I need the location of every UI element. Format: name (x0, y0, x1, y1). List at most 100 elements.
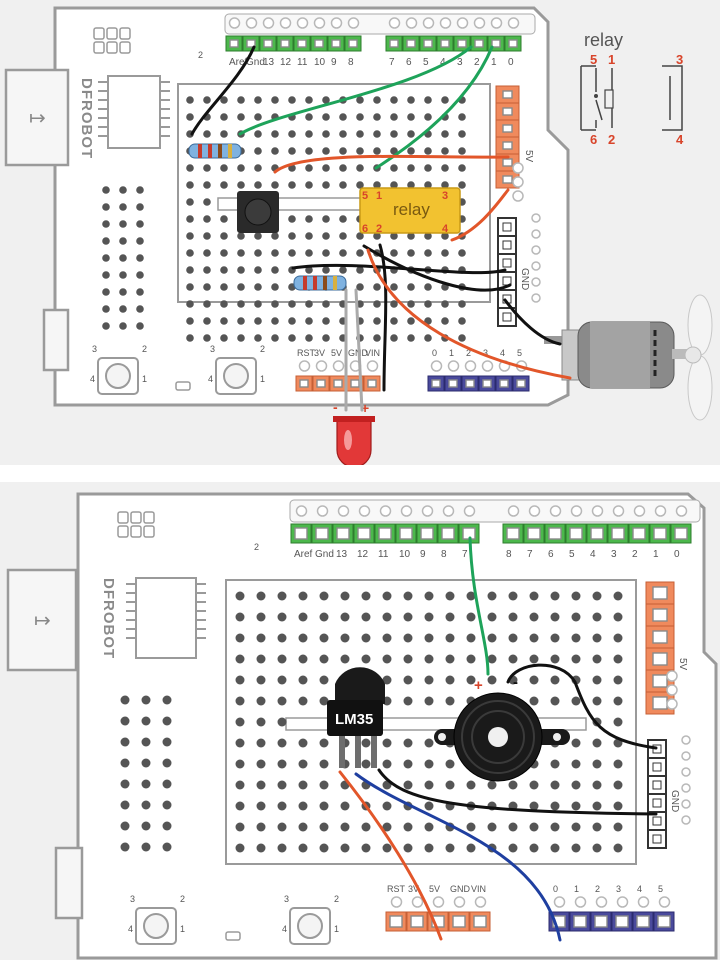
gnd-header-hole (652, 816, 662, 826)
header-socket (447, 360, 460, 372)
breadboard-hole (458, 130, 466, 138)
header-socket (666, 684, 678, 696)
breadboard-hole (424, 591, 434, 601)
breadboard-hole (277, 654, 287, 664)
breadboard-hole (119, 254, 127, 262)
breadboard-hole (256, 633, 266, 643)
breadboard-hole (487, 633, 497, 643)
relay-module: relay 5 1 3 6 2 4 (359, 187, 461, 235)
digital-pin-hole (457, 39, 467, 48)
breadboard-hole (339, 249, 347, 257)
relay-pin-2: 2 (376, 223, 382, 235)
breadboard-hole (458, 164, 466, 172)
breadboard-hole (256, 591, 266, 601)
side-header-hole (652, 674, 668, 688)
breadboard-hole (340, 654, 350, 664)
button-pin-label: 2 (260, 344, 265, 354)
breadboard-hole (441, 164, 449, 172)
breadboard-hole (458, 300, 466, 308)
led-plus-label: + (361, 400, 369, 416)
breadboard-hole (235, 822, 245, 832)
header-socket (337, 505, 350, 517)
breadboard-hole (361, 591, 371, 601)
breadboard-hole (235, 696, 245, 706)
header-socket (681, 815, 691, 825)
digital-pin-label: 1 (491, 57, 497, 68)
header-socket (473, 17, 486, 29)
breadboard-hole (277, 717, 287, 727)
button-pin-label: 4 (282, 924, 287, 934)
breadboard-hole (119, 203, 127, 211)
breadboard-hole (424, 780, 434, 790)
header-socket (658, 896, 671, 908)
analog-pin-label: 2 (595, 884, 600, 894)
breadboard-hole (186, 249, 194, 257)
side-header-hole (502, 141, 513, 150)
digital-pin-hole (294, 527, 308, 540)
header-socket (531, 261, 541, 271)
breadboard-hole (529, 801, 539, 811)
button-cap (223, 363, 249, 389)
breadboard-hole (424, 633, 434, 643)
breadboard-hole (441, 96, 449, 104)
relay-pin-1: 1 (376, 190, 382, 202)
breadboard-hole (237, 113, 245, 121)
breadboard-hole (356, 232, 364, 240)
header-socket (422, 17, 435, 29)
breadboard-hole (102, 254, 110, 262)
button-pin-label: 2 (180, 894, 185, 904)
breadboard-hole (571, 843, 581, 853)
breadboard-hole (356, 96, 364, 104)
push-button (237, 191, 279, 233)
breadboard-hole (136, 322, 144, 330)
schematic-pin-5: 5 (590, 52, 597, 67)
digital-pin-hole (378, 527, 392, 540)
digital-pin-label: 7 (389, 57, 395, 68)
header-socket (681, 751, 691, 761)
header-socket (228, 17, 241, 29)
breadboard-hole (235, 759, 245, 769)
breadboard-hole (186, 283, 194, 291)
breadboard-hole (441, 181, 449, 189)
breadboard-hole (319, 696, 329, 706)
breadboard-hole (466, 822, 476, 832)
breadboard-hole (441, 232, 449, 240)
breadboard-hole (220, 266, 228, 274)
analog-pin-label: 0 (553, 884, 558, 894)
breadboard-hole (271, 232, 279, 240)
digital-pin-label: 2 (474, 57, 480, 68)
breadboard-hole (256, 780, 266, 790)
digital-pin-label: 8 (348, 57, 354, 68)
breadboard-hole (424, 96, 432, 104)
small-mark-label: 2 (254, 542, 259, 552)
analog-pin-label: 3 (616, 884, 621, 894)
breadboard-hole (424, 822, 434, 832)
breadboard-hole (186, 198, 194, 206)
breadboard-hole (592, 591, 602, 601)
breadboard-hole (235, 843, 245, 853)
header-socket (574, 896, 587, 908)
breadboard-hole (613, 696, 623, 706)
breadboard-hole (136, 237, 144, 245)
breadboard-hole (277, 780, 287, 790)
relay-schematic-title: relay (584, 30, 623, 50)
breadboard-hole (220, 164, 228, 172)
breadboard-hole (220, 96, 228, 104)
breadboard-hole (298, 801, 308, 811)
gnd-header-hole (502, 222, 512, 232)
breadboard-hole (339, 113, 347, 121)
breadboard-hole (119, 288, 127, 296)
header-socket (315, 360, 328, 372)
breadboard-hole (271, 249, 279, 257)
schematic-pin-6: 6 (590, 132, 597, 147)
header-socket (388, 17, 401, 29)
digital-pin-hole (229, 39, 239, 48)
breadboard-hole (141, 737, 151, 747)
breadboard-hole (120, 779, 130, 789)
digital-pin-label: 5 (569, 549, 575, 560)
breadboard-hole (592, 675, 602, 685)
power-pin-label: RST (297, 348, 316, 358)
breadboard-hole (186, 334, 194, 342)
